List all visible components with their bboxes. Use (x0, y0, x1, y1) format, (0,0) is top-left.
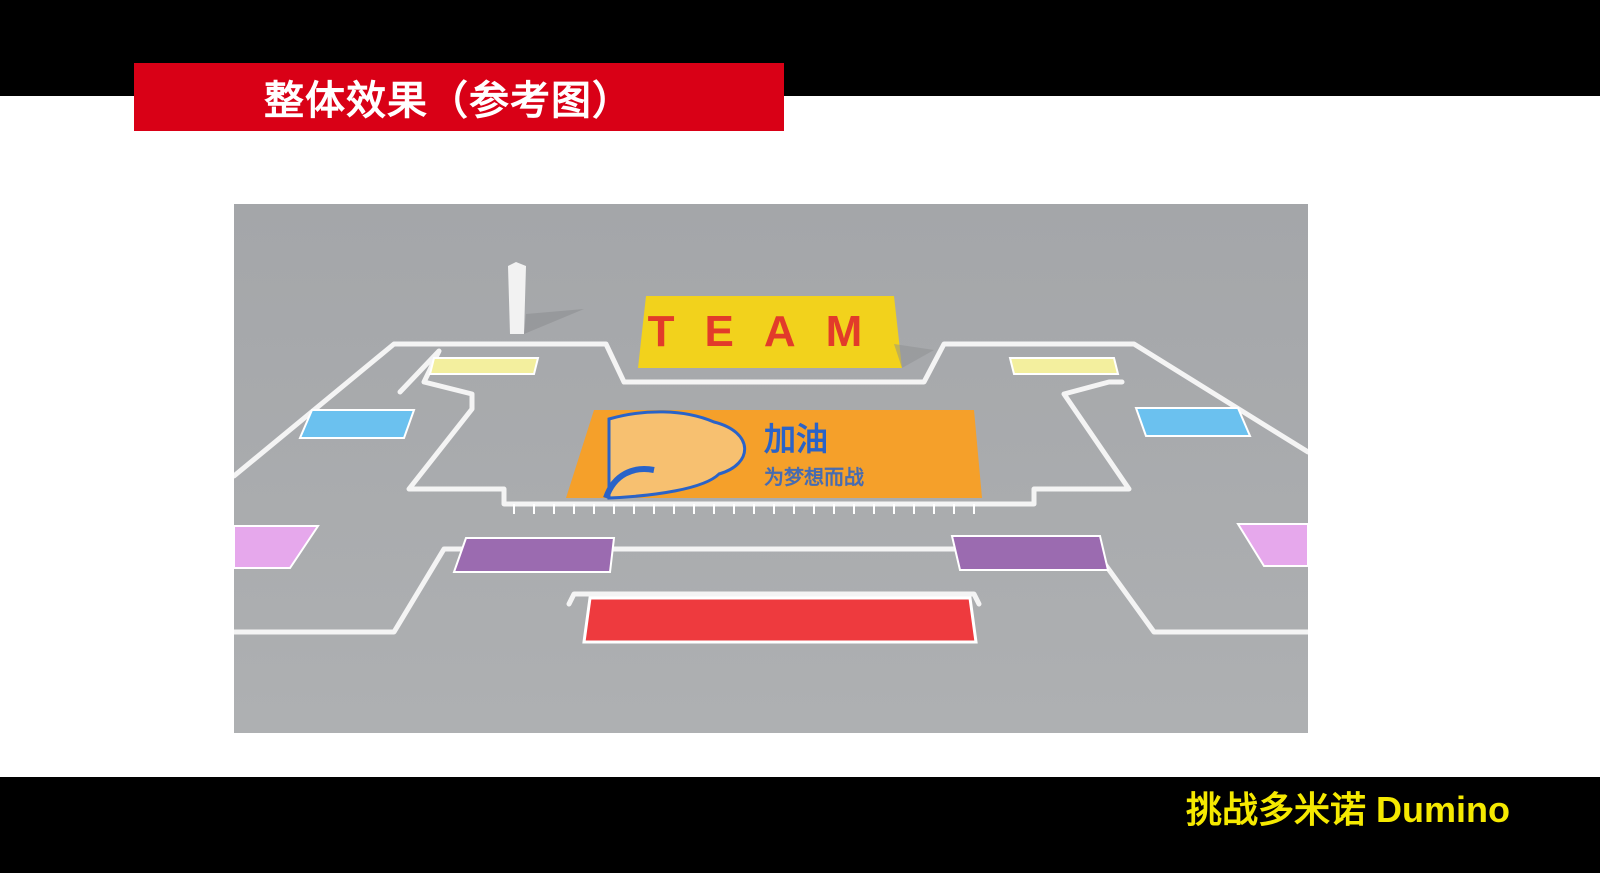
yellow-block-right (1008, 357, 1120, 375)
mural-sub-text: 为梦想而战 (764, 465, 864, 489)
domino-track-ticks (513, 504, 975, 514)
blue-block-right (1134, 407, 1252, 437)
purple-block-right (950, 535, 1110, 571)
team-text: TEAM (648, 307, 893, 356)
slide-title: 整体效果（参考图） (264, 79, 633, 123)
red-block (582, 596, 978, 644)
bottom-black-band (0, 777, 1600, 873)
yellow-block-left (428, 357, 540, 375)
lilac-block-left (234, 525, 320, 569)
team-block: TEAM (638, 296, 934, 368)
tower-structure (508, 262, 584, 334)
domino-layout-render-image: TEAM 加油 为梦想而战 (234, 204, 1308, 733)
purple-block-left (452, 537, 616, 573)
domino-track (234, 341, 1308, 635)
slide-title-banner: 整体效果（参考图） (134, 63, 784, 131)
cheer-mural: 加油 为梦想而战 (566, 410, 982, 500)
mural-main-text: 加油 (764, 420, 828, 458)
blue-block-left (298, 409, 416, 439)
footer-brand: 挑战多米诺 Dumino (1186, 789, 1510, 830)
lilac-block-right (1236, 523, 1308, 567)
